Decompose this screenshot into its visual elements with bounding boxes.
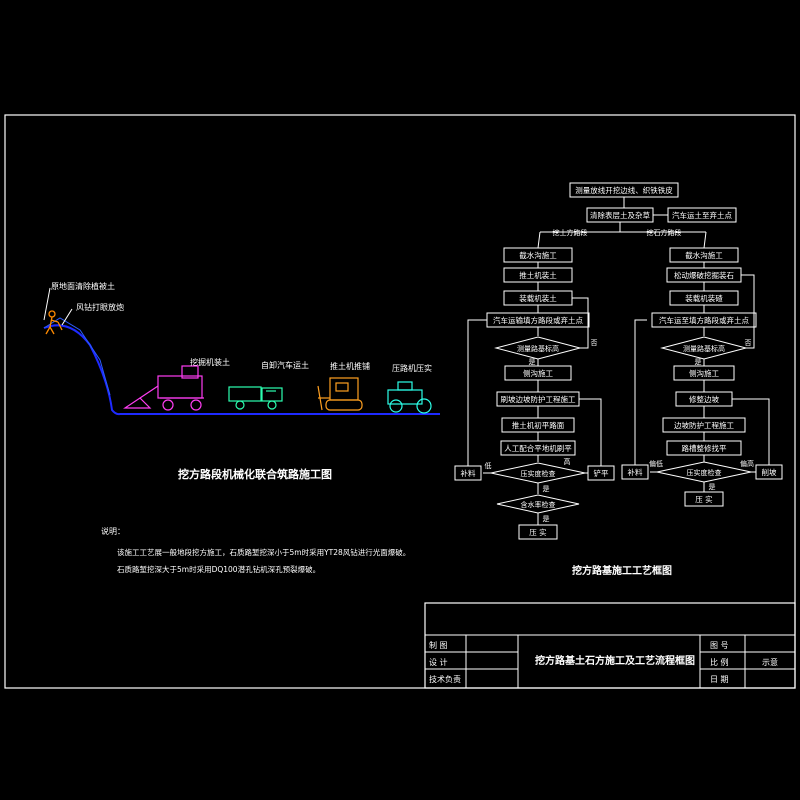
right-d1: 测量路基标高 <box>683 344 725 353</box>
excavator-icon <box>123 365 204 411</box>
left-s9-box <box>518 524 558 540</box>
right-s9-box <box>684 491 724 507</box>
left-d1: 测量路基标高 <box>517 344 559 353</box>
right-yes-2: 是 <box>709 483 716 491</box>
left-s6: 刷坡边坡防护工程施工 <box>501 394 576 404</box>
left-s7: 推土机初平路面 <box>512 420 565 430</box>
construction-scene: 原地面清除植被土 风钻打眼放炮 挖掘机装土 自卸汽车运土 <box>43 281 440 481</box>
left-s8: 人工配合平地机刷平 <box>504 443 572 453</box>
flow-connector <box>572 297 589 349</box>
right-s6: 修整边坡 <box>689 394 719 404</box>
right-s5: 侧沟施工 <box>689 368 719 378</box>
dump-truck-icon <box>228 386 283 410</box>
label-dozer: 推土机推铺 <box>330 361 370 371</box>
right-fill: 补料 <box>628 467 643 477</box>
label-truck: 自卸汽车运土 <box>261 360 309 370</box>
flowchart-title: 挖方路基施工工艺框图 <box>572 564 672 577</box>
right-s4: 汽车运至填方路段或弃土点 <box>659 315 749 325</box>
title-block: 制 图 设 计 技术负责 挖方路基土石方施工及工艺流程框图 图 号 比 例 示意… <box>424 602 796 689</box>
left-d2: 压实度检查 <box>521 469 556 478</box>
label-excavator: 挖掘机装土 <box>190 357 230 367</box>
tb-draw: 制 图 <box>429 640 448 650</box>
flow-clear-side-box <box>667 207 737 223</box>
left-yes: 是 <box>529 358 536 366</box>
left-low: 低 <box>485 461 492 470</box>
branch-left-label: 挖土方路段 <box>553 228 588 237</box>
flow-clear: 清除表层土及杂草 <box>590 210 650 220</box>
tb-drawing-no: 图 号 <box>710 641 729 650</box>
tb-scale-value: 示意 <box>762 657 778 667</box>
right-high: 偏高 <box>740 459 754 468</box>
flow-clear-side: 汽车运土至弃土点 <box>672 210 732 220</box>
left-no: 否 <box>591 339 598 347</box>
left-d3-diamond <box>496 494 580 514</box>
worker-icon <box>45 310 63 335</box>
label-roller: 压路机压实 <box>392 363 432 373</box>
right-d2: 压实度检查 <box>687 468 722 477</box>
drawing-frame <box>4 114 796 689</box>
pointer-clearing <box>43 287 51 321</box>
left-s2: 推土机装土 <box>519 270 557 280</box>
left-s4: 汽车运输填方路段或弃土点 <box>493 315 583 325</box>
right-s9: 压 实 <box>695 494 713 504</box>
pointer-drill <box>61 308 73 326</box>
tb-review: 技术负责 <box>429 674 461 684</box>
roller-icon <box>387 381 432 414</box>
branch-right-label: 挖石方路段 <box>647 228 682 237</box>
left-yes-2: 是 <box>543 485 550 493</box>
label-drill: 风钻打眼放炮 <box>76 302 124 312</box>
right-no: 否 <box>745 339 752 347</box>
notes-heading: 说明： <box>101 526 125 536</box>
left-grind: 铲平 <box>594 468 609 478</box>
right-s1: 截水沟施工 <box>685 250 723 260</box>
right-s3: 装载机装碴 <box>685 293 723 303</box>
flow-connector <box>467 319 487 466</box>
left-d3: 含水率检查 <box>521 500 556 509</box>
ground-line <box>43 324 440 416</box>
title-block-frame <box>424 602 796 689</box>
flow-connector <box>741 274 755 349</box>
flow-connector <box>537 231 541 249</box>
left-high: 高 <box>564 457 571 466</box>
right-grind: 削坡 <box>762 467 777 477</box>
left-s1: 截水沟施工 <box>519 250 557 260</box>
tb-date: 日 期 <box>710 675 729 684</box>
flow-connector <box>732 398 770 465</box>
tb-drawing-title: 挖方路基土石方施工及工艺流程框图 <box>535 654 695 667</box>
left-s9: 压 实 <box>529 527 547 537</box>
right-low: 偏低 <box>649 459 663 468</box>
tb-scale: 比 例 <box>710 657 729 667</box>
notes: 说明： 该施工工艺展一般地段挖方施工，石质路堑挖深小于5m时采用YT28风钻进行… <box>101 526 410 574</box>
right-s8: 路槽整修找平 <box>682 443 727 453</box>
flow-connector <box>579 398 602 466</box>
bulldozer-icon <box>317 377 363 411</box>
notes-line-1: 该施工工艺展一般地段挖方施工，石质路堑挖深小于5m时采用YT28风钻进行光面爆破… <box>117 547 410 557</box>
right-yes: 是 <box>695 358 702 366</box>
right-s7: 边坡防护工程施工 <box>674 420 734 430</box>
left-figure-title: 挖方路段机械化联合筑路施工图 <box>178 467 332 481</box>
left-s5: 侧沟施工 <box>523 368 553 378</box>
flow-top: 测量放线开挖边线、织铁铁皮 <box>575 185 673 195</box>
left-yes-3: 是 <box>543 515 550 523</box>
right-s2: 松动爆破挖掘装石 <box>674 270 734 280</box>
notes-line-2: 石质路堑挖深大于5m时采用DQ100潜孔钻机深孔预裂爆破。 <box>117 564 320 574</box>
flow-connector <box>634 319 647 465</box>
flow-connector <box>703 231 707 249</box>
label-clearing: 原地面清除植被土 <box>51 281 115 291</box>
left-s3: 装载机装土 <box>519 293 557 303</box>
tb-design: 设 计 <box>429 657 448 667</box>
left-fill: 补料 <box>461 468 476 478</box>
